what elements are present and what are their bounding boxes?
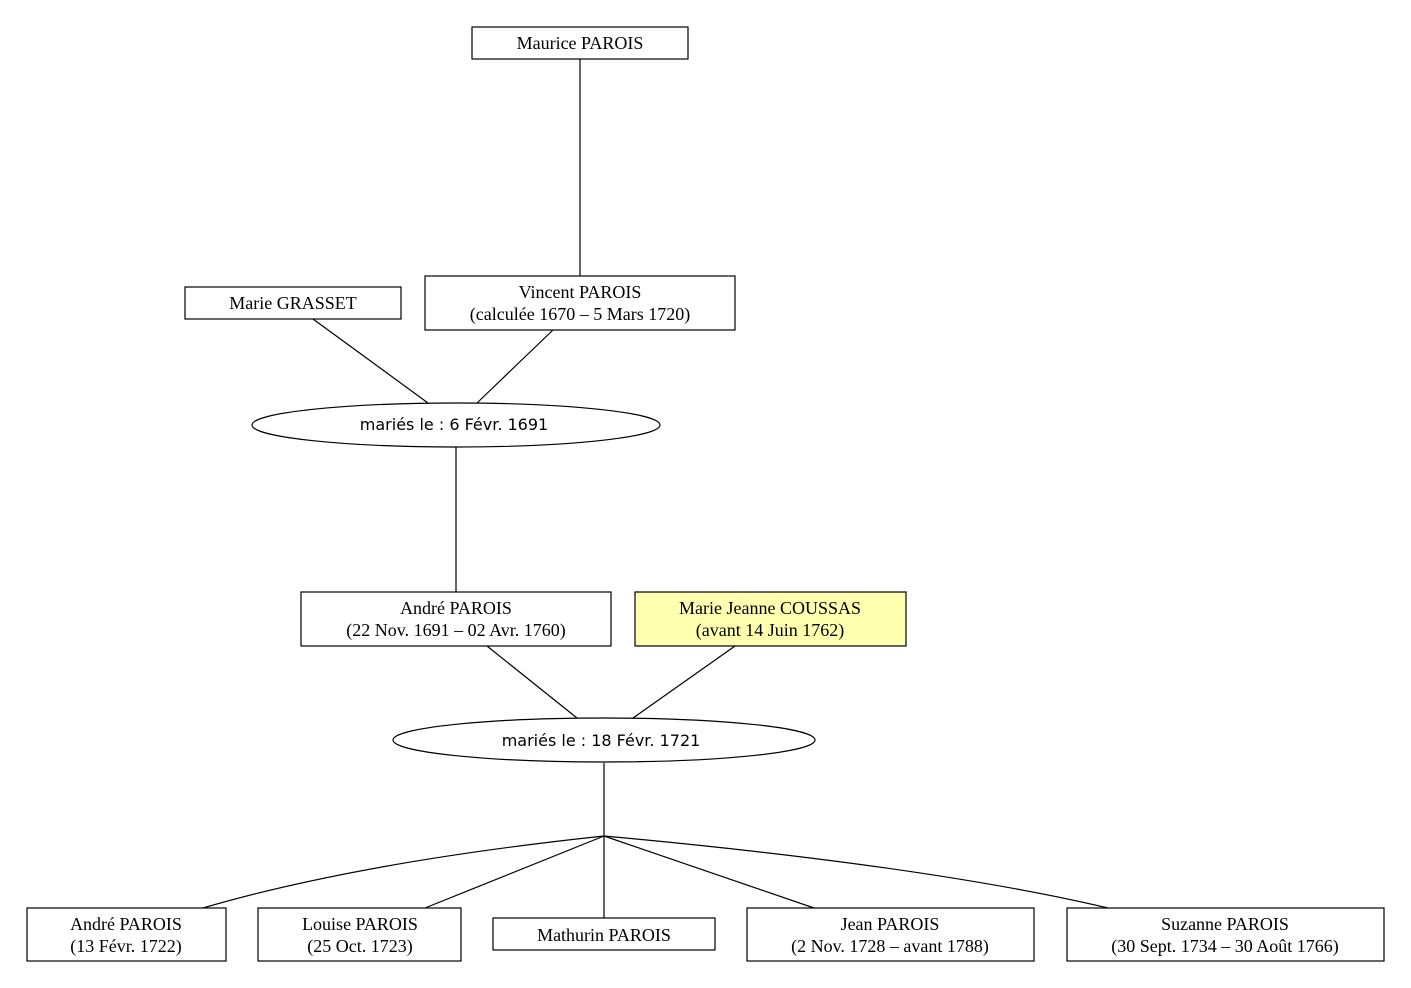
person-name: Marie GRASSET bbox=[229, 293, 357, 313]
person-mathurin-parois[interactable]: Mathurin PAROIS bbox=[492, 917, 716, 951]
person-name: Marie Jeanne COUSSAS bbox=[679, 598, 861, 618]
edge-fork-jean bbox=[603, 835, 815, 909]
union-label: mariés le : 6 Févr. 1691 bbox=[360, 415, 548, 434]
person-andre-parois-child[interactable]: André PAROIS (13 Févr. 1722) bbox=[26, 907, 227, 962]
union-1691[interactable]: mariés le : 6 Févr. 1691 bbox=[251, 402, 661, 448]
edge-andre-union-1721 bbox=[486, 645, 578, 719]
edge-fork-suzanne bbox=[603, 835, 1109, 909]
person-andre-parois-father[interactable]: André PAROIS (22 Nov. 1691 – 02 Avr. 176… bbox=[300, 591, 612, 647]
person-dates: (25 Oct. 1723) bbox=[307, 936, 412, 957]
person-name: Louise PAROIS bbox=[302, 914, 418, 934]
person-name: André PAROIS bbox=[70, 914, 182, 934]
edge-coussas-union-1721 bbox=[632, 645, 736, 719]
person-suzanne-parois[interactable]: Suzanne PAROIS (30 Sept. 1734 – 30 Août … bbox=[1066, 907, 1385, 962]
person-vincent-parois[interactable]: Vincent PAROIS (calculée 1670 – 5 Mars 1… bbox=[424, 275, 736, 331]
person-dates: (22 Nov. 1691 – 02 Avr. 1760) bbox=[346, 620, 566, 641]
person-name: Vincent PAROIS bbox=[519, 282, 642, 302]
person-dates: (avant 14 Juin 1762) bbox=[696, 620, 844, 641]
person-name: Jean PAROIS bbox=[841, 914, 940, 934]
person-name: Maurice PAROIS bbox=[517, 33, 644, 53]
union-label: mariés le : 18 Févr. 1721 bbox=[502, 731, 701, 750]
edge-fork-andre-child bbox=[202, 835, 605, 909]
person-dates: (calculée 1670 – 5 Mars 1720) bbox=[470, 304, 690, 325]
person-jean-parois[interactable]: Jean PAROIS (2 Nov. 1728 – avant 1788) bbox=[746, 907, 1035, 962]
person-dates: (2 Nov. 1728 – avant 1788) bbox=[791, 936, 989, 957]
edge-fork-louise bbox=[424, 835, 605, 909]
union-1721[interactable]: mariés le : 18 Févr. 1721 bbox=[392, 717, 816, 763]
person-dates: (13 Févr. 1722) bbox=[70, 936, 182, 957]
person-marie-jeanne-coussas[interactable]: Marie Jeanne COUSSAS (avant 14 Juin 1762… bbox=[634, 591, 907, 647]
person-name: André PAROIS bbox=[400, 598, 512, 618]
person-louise-parois[interactable]: Louise PAROIS (25 Oct. 1723) bbox=[257, 907, 462, 962]
person-dates: (30 Sept. 1734 – 30 Août 1766) bbox=[1111, 936, 1339, 957]
edge-grasset-union-1691 bbox=[312, 318, 429, 404]
edge-vincent-union-1691 bbox=[476, 329, 554, 404]
person-name: Suzanne PAROIS bbox=[1161, 914, 1289, 934]
person-marie-grasset[interactable]: Marie GRASSET bbox=[184, 286, 402, 320]
edges bbox=[202, 59, 1109, 918]
person-maurice-parois[interactable]: Maurice PAROIS bbox=[471, 26, 689, 60]
person-name: Mathurin PAROIS bbox=[537, 925, 671, 945]
